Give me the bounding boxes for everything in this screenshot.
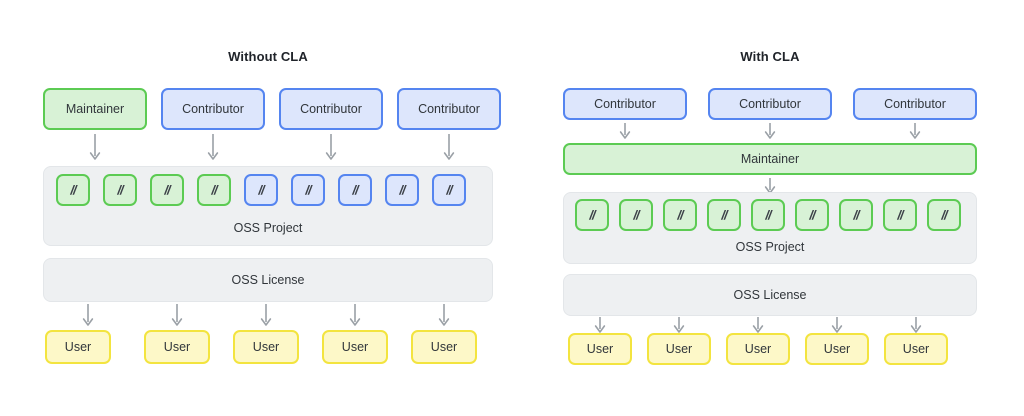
node-user[interactable]: User — [726, 333, 790, 365]
node-user[interactable]: User — [411, 330, 477, 364]
code-glyph: // — [211, 182, 217, 197]
code-tile: // — [56, 174, 90, 206]
code-glyph: // — [70, 182, 76, 197]
node-user[interactable]: User — [647, 333, 711, 365]
code-tile: // — [291, 174, 325, 206]
arrow-contributor-3-to-project — [443, 134, 455, 164]
code-tile: // — [244, 174, 278, 206]
diagram-with-cla: With CLA Contributor Contributor Contrib… — [563, 0, 977, 416]
code-tile: // — [150, 174, 184, 206]
code-tile: // — [619, 199, 653, 231]
node-user[interactable]: User — [45, 330, 111, 364]
arrow-license-to-user-4 — [349, 304, 361, 330]
code-glyph: // — [399, 182, 405, 197]
node-contributor-3[interactable]: Contributor — [853, 88, 977, 120]
code-glyph: // — [809, 207, 815, 222]
node-contributor-3[interactable]: Contributor — [397, 88, 501, 130]
node-contributor-1[interactable]: Contributor — [563, 88, 687, 120]
code-glyph: // — [446, 182, 452, 197]
arrow-license-to-user-1 — [82, 304, 94, 330]
code-glyph: // — [352, 182, 358, 197]
node-maintainer[interactable]: Maintainer — [563, 143, 977, 175]
code-tile: // — [839, 199, 873, 231]
code-tile: // — [575, 199, 609, 231]
node-user[interactable]: User — [322, 330, 388, 364]
arrow-contributor-2-to-project — [325, 134, 337, 164]
code-glyph: // — [941, 207, 947, 222]
panel-oss-license — [43, 258, 493, 302]
code-tile: // — [751, 199, 785, 231]
node-maintainer[interactable]: Maintainer — [43, 88, 147, 130]
code-tile: // — [385, 174, 419, 206]
code-glyph: // — [589, 207, 595, 222]
code-glyph: // — [853, 207, 859, 222]
code-tile: // — [883, 199, 917, 231]
node-contributor-2[interactable]: Contributor — [279, 88, 383, 130]
diagram-title-without-cla: Without CLA — [228, 49, 308, 64]
arrow-license-to-user-3 — [260, 304, 272, 330]
code-tile: // — [707, 199, 741, 231]
code-tile: // — [338, 174, 372, 206]
diagram-title-with-cla: With CLA — [740, 49, 800, 64]
arrow-license-to-user-5 — [438, 304, 450, 330]
arrow-maintainer-to-project — [89, 134, 101, 164]
node-user[interactable]: User — [233, 330, 299, 364]
panel-oss-license — [563, 274, 977, 316]
node-user[interactable]: User — [144, 330, 210, 364]
panel-oss-license-label: OSS License — [231, 273, 305, 287]
node-user[interactable]: User — [805, 333, 869, 365]
panel-oss-project-label: OSS Project — [233, 221, 303, 235]
code-glyph: // — [765, 207, 771, 222]
code-tile: // — [432, 174, 466, 206]
code-glyph: // — [677, 207, 683, 222]
diagram-without-cla: Without CLA Maintainer Contributor Contr… — [43, 0, 501, 416]
code-glyph: // — [258, 182, 264, 197]
arrow-contributor-2-to-maintainer — [764, 123, 776, 143]
node-contributor-1[interactable]: Contributor — [161, 88, 265, 130]
node-user[interactable]: User — [568, 333, 632, 365]
code-tile: // — [663, 199, 697, 231]
arrow-contributor-1-to-project — [207, 134, 219, 164]
code-tile: // — [197, 174, 231, 206]
arrow-license-to-user-2 — [171, 304, 183, 330]
code-tile: // — [927, 199, 961, 231]
panel-oss-project-label: OSS Project — [735, 240, 805, 254]
panel-oss-license-label: OSS License — [733, 288, 807, 302]
arrow-contributor-1-to-maintainer — [619, 123, 631, 143]
node-contributor-2[interactable]: Contributor — [708, 88, 832, 120]
arrow-contributor-3-to-maintainer — [909, 123, 921, 143]
node-user[interactable]: User — [884, 333, 948, 365]
code-glyph: // — [721, 207, 727, 222]
code-glyph: // — [633, 207, 639, 222]
code-tile: // — [795, 199, 829, 231]
code-tile: // — [103, 174, 137, 206]
code-glyph: // — [897, 207, 903, 222]
code-glyph: // — [305, 182, 311, 197]
code-glyph: // — [164, 182, 170, 197]
code-glyph: // — [117, 182, 123, 197]
